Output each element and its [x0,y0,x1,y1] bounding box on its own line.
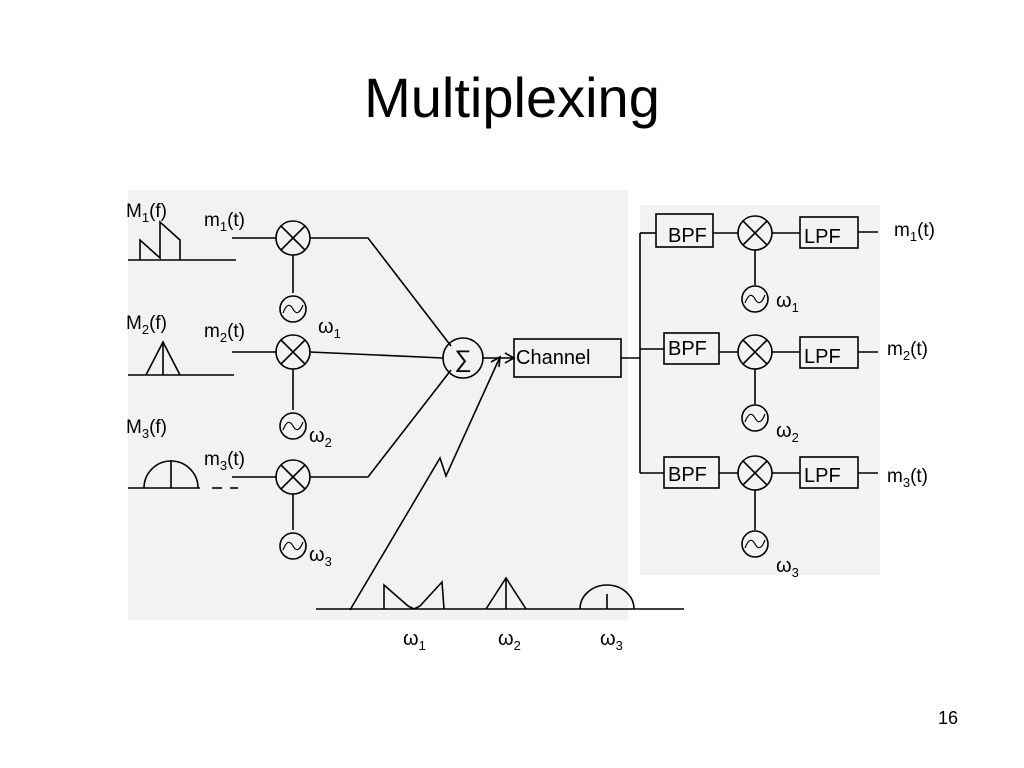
right-figure-panel [640,205,880,575]
bpf-2 [663,332,720,365]
oscillator-3 [279,494,307,560]
receiver-branch-1: BPF LPF [655,213,878,313]
bpf-2-label: BPF [668,338,707,360]
receiver-branch-3: BPF LPF [663,455,878,558]
page-number: 16 [938,708,959,728]
spectrum-m1 [128,220,236,261]
summer-symbol: ∑ [454,346,471,373]
carrier-label-w3: ω3 [309,544,332,569]
output-label-m2: m2(t) [887,339,928,363]
spectrum-label-m3: M3(f) [126,417,167,441]
spectrum-m3 [128,460,238,489]
multiplexed-spectrum [316,576,684,610]
rx-carrier-label-w1: ω1 [776,290,799,315]
axis-label-w1: ω1 [403,628,426,653]
spectrum-feed-arrow [349,356,501,611]
spectrum-m2 [128,340,234,376]
signal-label-m1: m1(t) [204,210,245,234]
lpf-1-label: LPF [804,226,841,248]
bpf-1 [655,213,714,248]
channel-label: Channel [516,347,591,369]
signal-label-m3: m3(t) [204,449,245,473]
carrier-label-w2: ω2 [309,425,332,450]
lpf-3-label: LPF [804,465,841,487]
bpf-1-label: BPF [668,225,707,247]
signal-label-m2: m2(t) [204,321,245,345]
axis-label-w2: ω2 [498,628,521,653]
carrier-label-w1: ω1 [318,316,341,341]
oscillator-1 [279,255,307,323]
spectrum-label-m2: M2(f) [126,313,167,337]
spectrum-label-m1: M1(f) [126,201,167,225]
output-label-m3: m3(t) [887,466,928,490]
lpf-2-label: LPF [804,346,841,368]
receiver-branch-2: BPF LPF [663,332,878,432]
output-label-m1: m1(t) [894,220,935,244]
left-figure-panel [128,190,628,620]
bpf-3-label: BPF [668,464,707,486]
rx-carrier-label-w2: ω2 [776,420,799,445]
axis-label-w3: ω3 [600,628,623,653]
slide-title: Multiplexing [364,66,660,129]
rx-carrier-label-w3: ω3 [776,555,799,580]
oscillator-2 [279,369,307,440]
